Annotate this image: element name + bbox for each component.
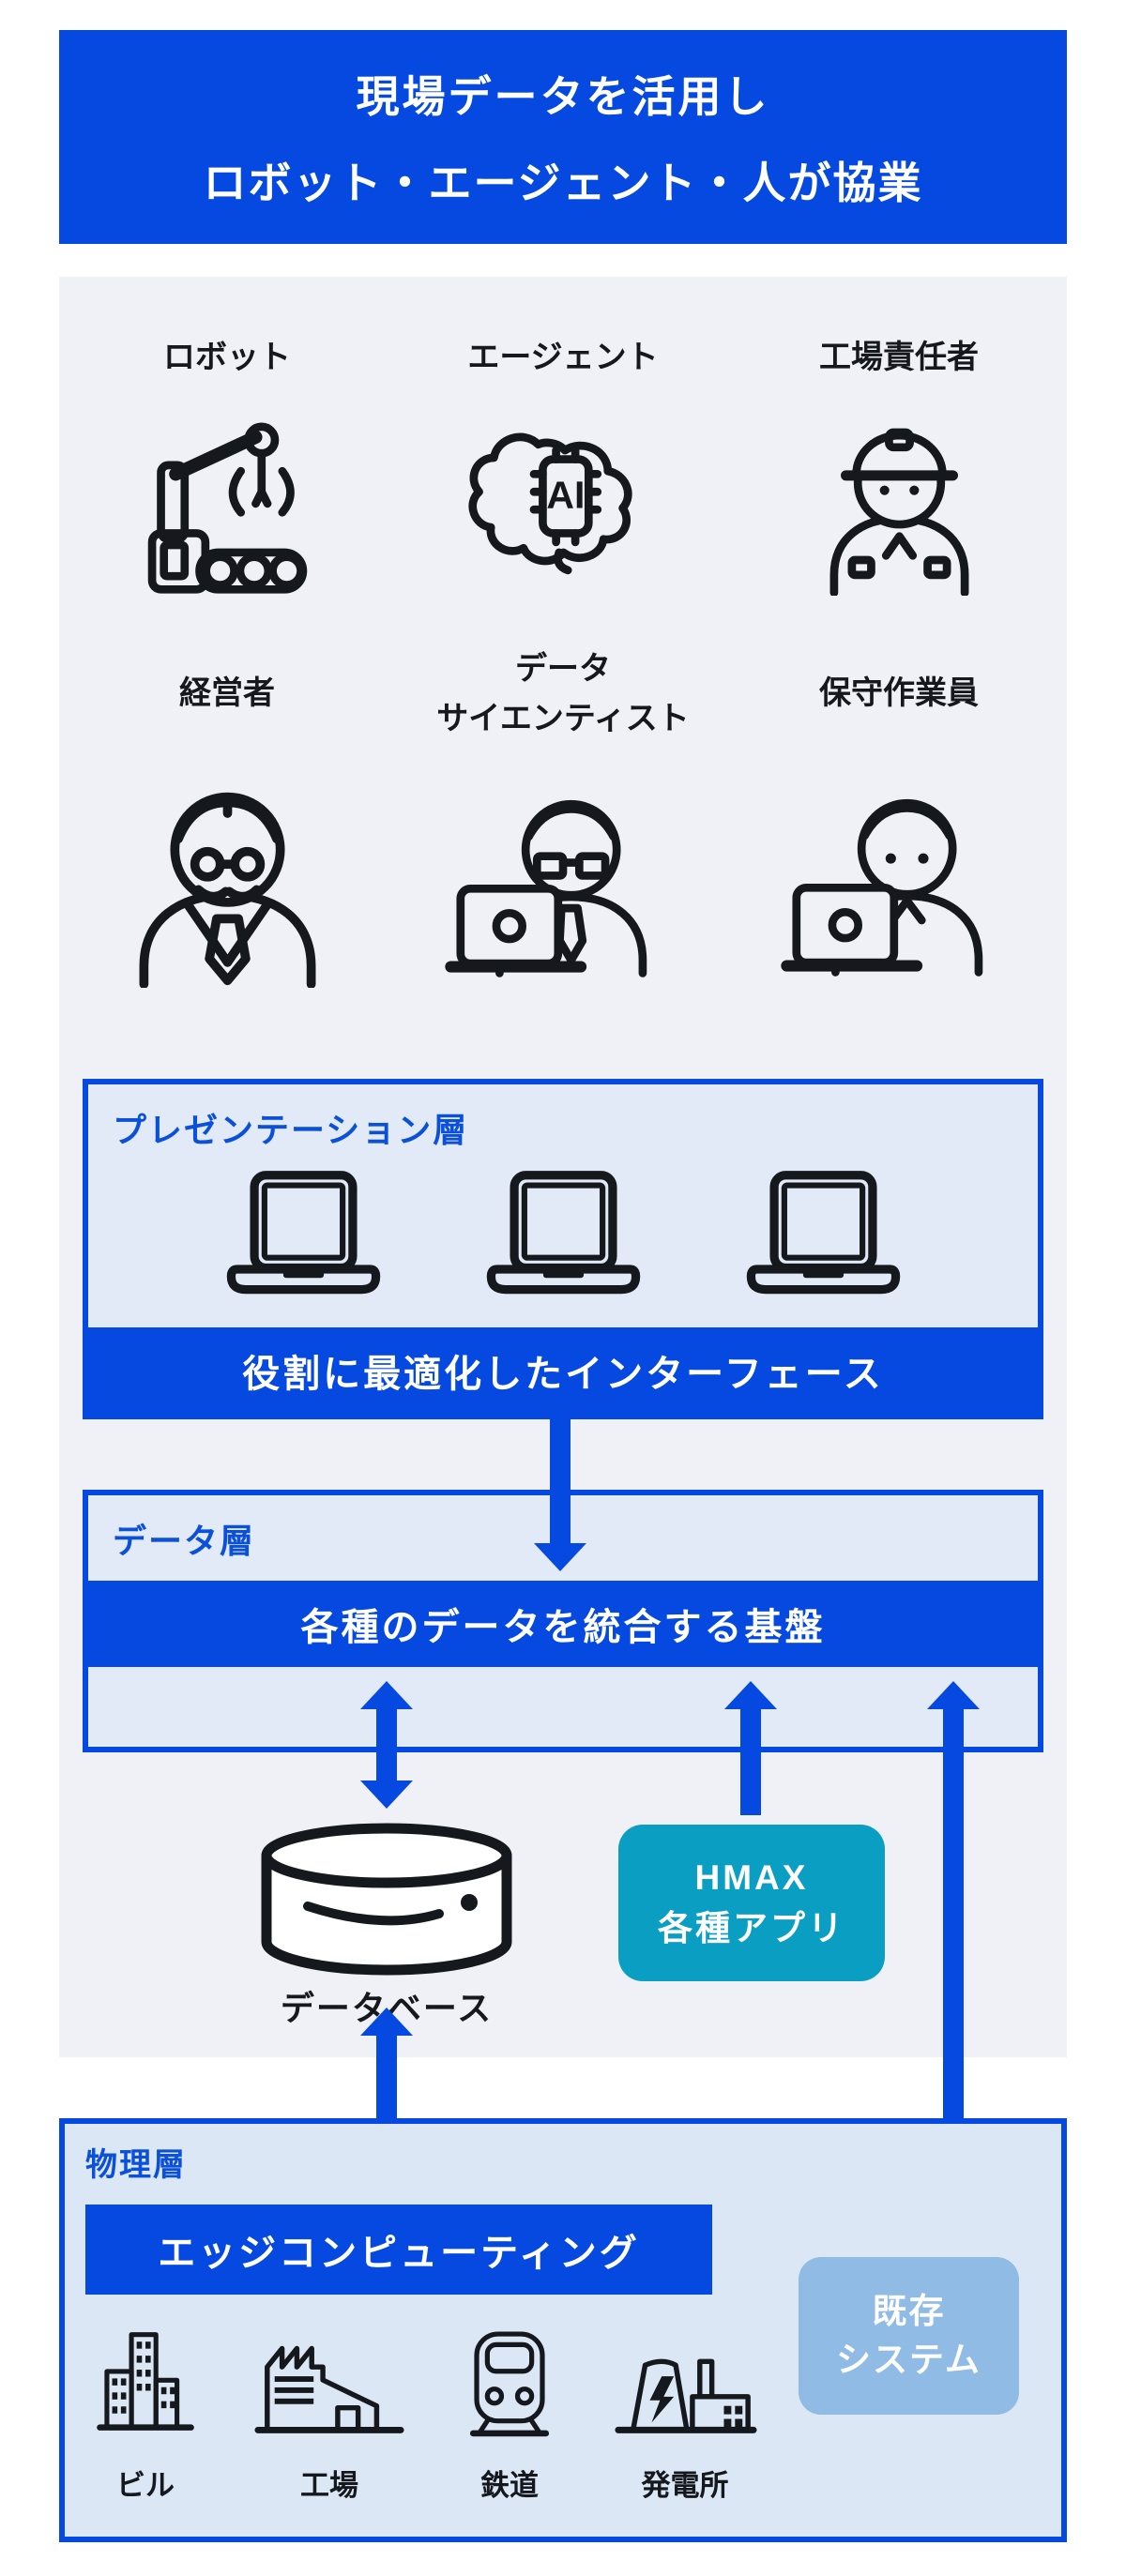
presentation-layer-banner: 役割に最適化したインターフェース xyxy=(88,1327,1038,1414)
site-label: 鉄道 xyxy=(480,2469,539,2502)
laptop-row xyxy=(88,1165,1038,1304)
persona-label: 経営者 xyxy=(179,674,275,711)
persona-label: エージェント xyxy=(467,339,659,375)
data-layer-title: データ層 xyxy=(113,1522,256,1560)
building-icon xyxy=(97,2332,194,2431)
persona-agent: エージェント AI xyxy=(395,331,731,596)
site-power-plant: 発電所 xyxy=(611,2317,759,2504)
helmet-worker-icon xyxy=(829,428,968,596)
personas-grid: ロボット エージェント xyxy=(59,331,1067,989)
persona-maintenance-worker: 保守作業員 xyxy=(731,644,1067,989)
database-icon xyxy=(261,1823,512,1976)
persona-label: 保守作業員 xyxy=(819,674,979,711)
persona-label-line2: サイエンティスト xyxy=(436,700,690,736)
persona-data-scientist: データ サイエンティスト xyxy=(395,644,731,989)
site-label: 工場 xyxy=(300,2469,358,2502)
physical-layer-title: 物理層 xyxy=(85,2147,187,2183)
hmax-line1: HMAX xyxy=(694,1857,809,1897)
executive-icon xyxy=(139,792,315,988)
laptop-icon xyxy=(226,1171,380,1295)
ai-chip-label: AI xyxy=(546,474,585,517)
power-plant-icon xyxy=(615,2358,757,2433)
legacy-line1: 既存 xyxy=(872,2292,946,2331)
persona-label: 工場責任者 xyxy=(819,339,979,375)
header-banner: 現場データを活用し ロボット・エージェント・人が協業 xyxy=(59,30,1067,244)
presentation-layer-title: プレゼンテーション層 xyxy=(113,1111,469,1149)
edge-computing-banner: エッジコンピューティング xyxy=(85,2205,712,2295)
presentation-layer-box: プレゼンテーション層 xyxy=(83,1079,1043,1419)
site-label: ビル xyxy=(116,2469,175,2502)
legacy-line2: システム xyxy=(836,2341,981,2379)
data-scientist-icon xyxy=(445,800,647,978)
laptop-icon xyxy=(486,1171,640,1295)
site-railway: 鉄道 xyxy=(461,2317,558,2504)
main-canvas: ロボット エージェント xyxy=(59,277,1067,2057)
maintenance-worker-icon xyxy=(781,798,983,977)
header-title-line1: 現場データを活用し xyxy=(356,72,770,121)
persona-label: データ xyxy=(515,651,611,687)
legacy-system-box: 既存 システム xyxy=(799,2257,1019,2415)
header-title-line2: ロボット・エージェント・人が協業 xyxy=(203,159,923,207)
persona-factory-manager: 工場責任者 xyxy=(731,331,1067,596)
persona-robot: ロボット xyxy=(59,331,395,596)
data-layer-banner: 各種のデータを統合する基盤 xyxy=(88,1581,1038,1667)
hmax-apps-box: HMAX 各種アプリ xyxy=(618,1825,885,1981)
physical-layer-box: 物理層 エッジコンピューティング xyxy=(59,2118,1067,2542)
sites-row: ビル 工場 xyxy=(93,2317,759,2504)
train-icon xyxy=(469,2331,550,2437)
ai-brain-chip-icon: AI xyxy=(467,432,631,575)
persona-label: ロボット xyxy=(163,339,291,375)
hmax-line2: 各種アプリ xyxy=(658,1908,845,1947)
factory-icon xyxy=(254,2345,404,2433)
robot-arm-icon xyxy=(147,422,307,594)
site-label: 発電所 xyxy=(641,2469,729,2502)
persona-executive: 経営者 xyxy=(59,644,395,989)
site-factory: 工場 xyxy=(251,2317,408,2504)
site-building: ビル xyxy=(93,2317,198,2504)
laptop-icon xyxy=(746,1171,900,1295)
